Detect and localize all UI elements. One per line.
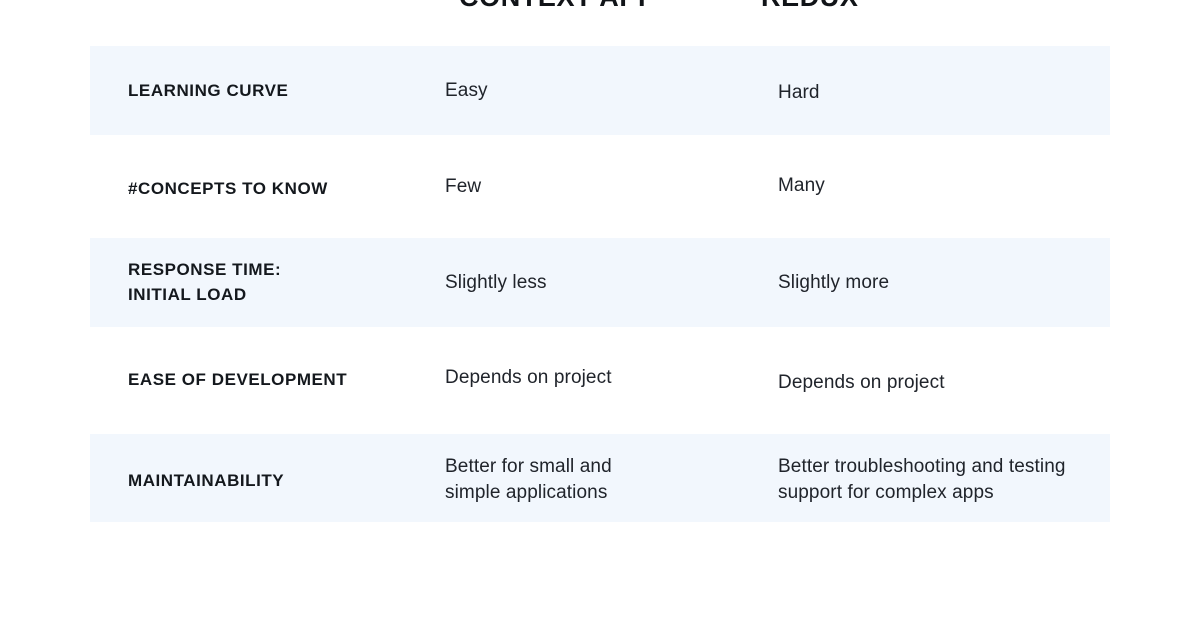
row-label-ease-of-development: EASE OF DEVELOPMENT bbox=[128, 370, 348, 389]
cell-context-api-learning-curve: Easy bbox=[445, 80, 488, 101]
cell-redux-concepts-to-know: Many bbox=[778, 175, 825, 196]
table-row: RESPONSE TIME: INITIAL LOAD Slightly les… bbox=[90, 238, 1110, 327]
row-label-maintainability: MAINTAINABILITY bbox=[128, 471, 285, 490]
cell-context-api-concepts-to-know: Few bbox=[445, 176, 482, 197]
row-label-learning-curve: LEARNING CURVE bbox=[128, 81, 289, 100]
cell-redux-response-time: Slightly more bbox=[778, 272, 890, 293]
table-header-row: CONTEXT API REDUX bbox=[0, 0, 1200, 46]
row-label-concepts-to-know: #CONCEPTS TO KNOW bbox=[128, 179, 328, 198]
column-header-redux: REDUX bbox=[761, 0, 859, 14]
cell-redux-ease-of-development: Depends on project bbox=[778, 372, 945, 393]
row-label-response-time: RESPONSE TIME: INITIAL LOAD bbox=[128, 260, 282, 304]
column-header-context-api: CONTEXT API bbox=[459, 0, 646, 14]
table-row: LEARNING CURVE Easy Hard bbox=[90, 46, 1110, 135]
table-row: #CONCEPTS TO KNOW Few Many bbox=[90, 135, 1110, 238]
cell-redux-maintainability: Better troubleshooting and testing suppo… bbox=[778, 456, 1066, 503]
cell-context-api-ease-of-development: Depends on project bbox=[445, 367, 612, 388]
table-row: MAINTAINABILITY Better for small and sim… bbox=[90, 434, 1110, 522]
cell-context-api-maintainability: Better for small and simple applications bbox=[445, 456, 612, 503]
cell-redux-learning-curve: Hard bbox=[778, 82, 820, 103]
table-row: EASE OF DEVELOPMENT Depends on project D… bbox=[90, 327, 1110, 434]
cell-context-api-response-time: Slightly less bbox=[445, 272, 547, 293]
